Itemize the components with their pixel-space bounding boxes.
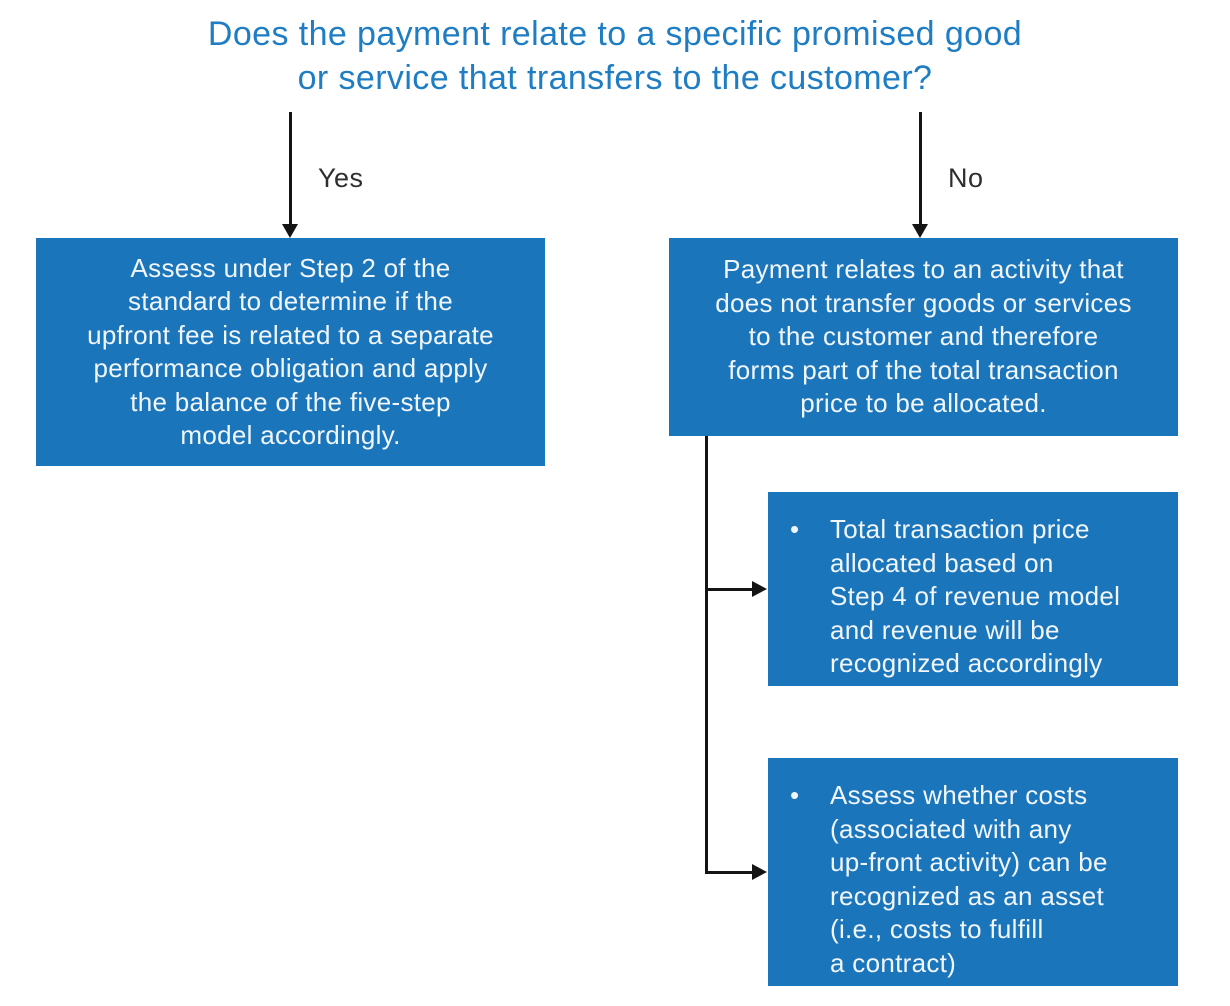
yes-outcome-box: Assess under Step 2 of the standard to d… bbox=[36, 238, 545, 466]
branch-arrow-allocation-head-icon bbox=[752, 581, 767, 597]
no-label: No bbox=[948, 163, 984, 193]
no-outcome-box: Payment relates to an activity that does… bbox=[669, 238, 1178, 436]
no-outcome-text: Payment relates to an activity that does… bbox=[715, 254, 1132, 419]
bullet-icon: • bbox=[790, 780, 800, 810]
outcome-box-allocation: • Total transaction price allocated base… bbox=[768, 492, 1178, 686]
branch-arrow-allocation-line bbox=[706, 588, 754, 591]
branch-arrow-costs-head-icon bbox=[752, 864, 767, 880]
yes-arrowhead-icon bbox=[282, 224, 298, 238]
yes-outcome-text: Assess under Step 2 of the standard to d… bbox=[87, 252, 494, 451]
decision-question: Does the payment relate to a specific pr… bbox=[207, 15, 1023, 97]
branch-arrow-costs-line bbox=[706, 871, 754, 874]
no-arrow-line bbox=[919, 112, 922, 225]
outcome-allocation-text: Total transaction price allocated based … bbox=[830, 514, 1121, 678]
yes-arrow-line bbox=[289, 112, 292, 225]
outcome-box-costs: • Assess whether costs (associated with … bbox=[768, 758, 1178, 986]
no-arrowhead-icon bbox=[912, 224, 928, 238]
connector-vertical-line bbox=[705, 436, 708, 874]
bullet-icon: • bbox=[790, 514, 800, 544]
outcome-costs-text: Assess whether costs (associated with an… bbox=[830, 780, 1108, 978]
yes-label: Yes bbox=[318, 163, 364, 193]
